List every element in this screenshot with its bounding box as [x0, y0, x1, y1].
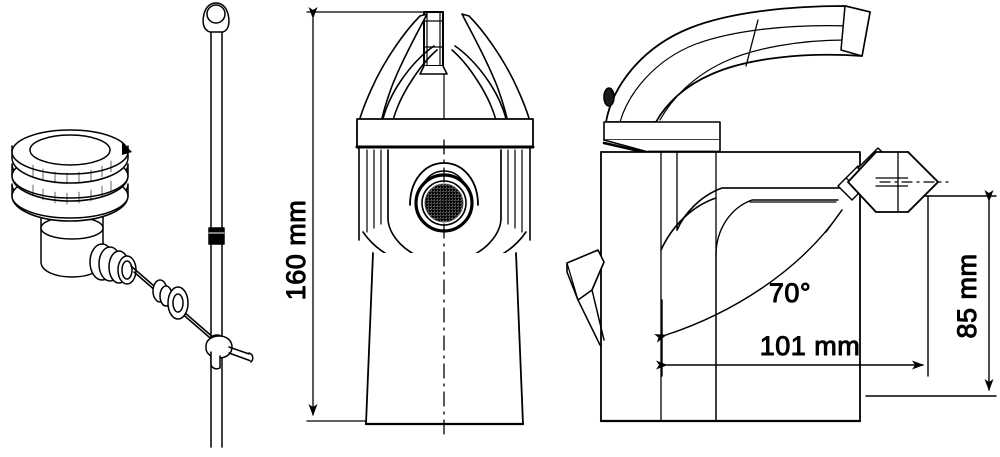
- view-front-elevation: [355, 11, 535, 441]
- side-body-column: [599, 151, 862, 423]
- pivot-link-rod: [130, 265, 225, 351]
- dimension-angle-70deg: [654, 209, 843, 343]
- dimension-reach-101mm: [656, 195, 929, 377]
- dimension-spout-height-85mm: [865, 190, 997, 397]
- lift-rod: [202, 2, 230, 448]
- handle-indicator-dot: [603, 87, 615, 107]
- dimension-label-70deg: 70°: [769, 278, 811, 308]
- side-popup-lever-tab: [566, 249, 605, 346]
- dimension-label-85mm: 85 mm: [952, 253, 982, 338]
- view-side-elevation: [566, 5, 949, 423]
- dimension-label-101mm: 101 mm: [760, 331, 861, 361]
- angle-leader: [825, 209, 843, 233]
- side-handle-lever: [603, 5, 871, 123]
- pivot-nut-housing: [89, 243, 137, 285]
- side-aerator-head: [837, 147, 939, 213]
- drain-body: [40, 204, 104, 278]
- front-handle-lever: [419, 11, 448, 75]
- front-collar-band: [355, 118, 535, 149]
- drain-flange-rings: [11, 129, 132, 222]
- rod-clevis-connector: [205, 334, 254, 370]
- view-popup-waste-assembly: [11, 2, 254, 448]
- front-upper-body: [356, 13, 533, 133]
- dimension-label-160mm: 160 mm: [281, 200, 311, 301]
- side-cap-block: [602, 121, 722, 155]
